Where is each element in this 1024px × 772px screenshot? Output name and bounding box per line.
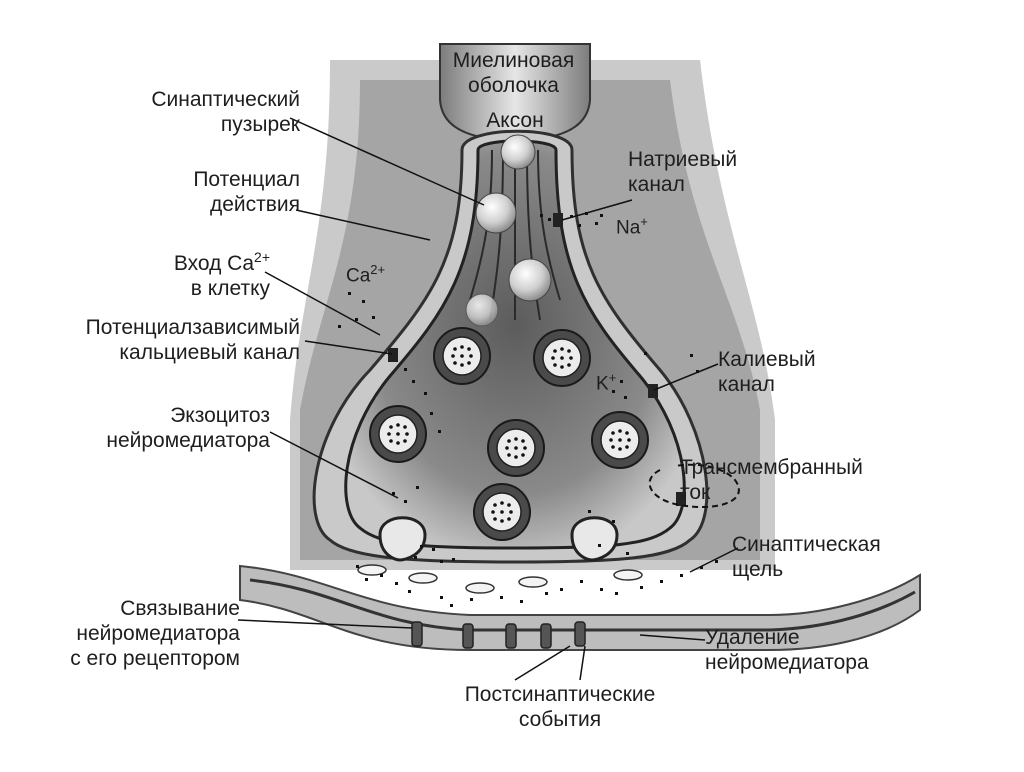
ion-label-potassium: K+ (596, 370, 617, 395)
receptors (411, 621, 586, 649)
cleft-pockets (357, 564, 643, 594)
label-ca-entry: Вход Ca2+ в клетку (173, 249, 270, 300)
synaptic-vesicles (369, 327, 649, 541)
label-potassium-channel: Калиевый канал (718, 348, 816, 396)
ion-label-calcium: Ca2+ (346, 262, 386, 287)
label-postsynaptic-events: Постсинаптические события (464, 683, 656, 731)
label-sodium-channel: Натриевый канал (628, 148, 738, 196)
label-receptor-binding: Связывание нейромедиатора с его рецептор… (70, 597, 240, 670)
transmembrane-current-loop (648, 463, 740, 509)
label-action-potential: Потенциал действия (193, 168, 300, 216)
upper-vesicles (465, 134, 552, 327)
label-calcium-channel: Потенциалзависимый кальциевый канал (85, 316, 300, 364)
label-neurotransmitter-removal: Удаление нейромедиатора (705, 626, 869, 674)
ion-label-sodium: Na+ (616, 214, 648, 239)
label-myelin-sheath: Миелиновая оболочка (452, 49, 575, 97)
exocytosis-vesicles (378, 516, 619, 562)
ion-dots (338, 212, 718, 607)
leader-lines (237, 117, 739, 681)
label-synaptic-cleft: Синаптическая щель (732, 533, 881, 581)
label-axon: Аксон (486, 109, 544, 132)
label-exocytosis: Экзоцитоз нейромедиатора (106, 404, 270, 452)
label-synaptic-vesicle: Синаптический пузырек (151, 88, 300, 136)
membrane-channels (388, 213, 686, 506)
label-transmembrane-current: Трансмембранный ток (680, 456, 863, 504)
